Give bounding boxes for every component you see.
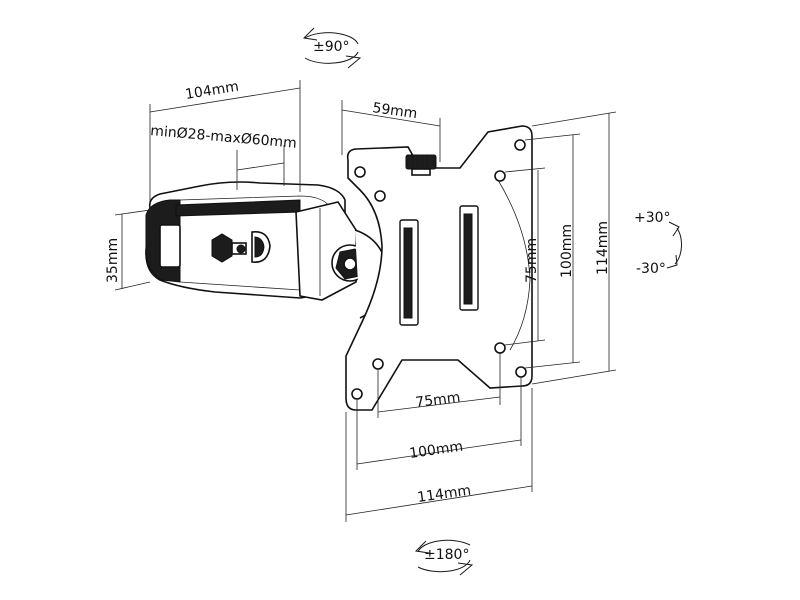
clamp-arm bbox=[145, 181, 389, 319]
hole-icon bbox=[514, 139, 526, 151]
tilt-down-label: -30° bbox=[636, 261, 666, 277]
hole-icon bbox=[354, 166, 366, 178]
plate-offset-label: 59mm bbox=[371, 100, 418, 122]
rotate-indicator: ±180° bbox=[414, 539, 474, 576]
dim-plate-114-w: 114mm bbox=[345, 388, 533, 522]
swivel-label: ±90° bbox=[313, 39, 350, 55]
vesa-75-h-label: 75mm bbox=[524, 238, 540, 283]
hole-icon bbox=[494, 170, 506, 182]
arrow-icon bbox=[414, 540, 430, 554]
hole-icon bbox=[494, 342, 506, 354]
clamp-height-label: 35mm bbox=[105, 238, 121, 283]
rotate-label: ±180° bbox=[424, 547, 469, 563]
arrow-icon bbox=[302, 27, 318, 41]
dim-clamp-height: 35mm bbox=[105, 209, 151, 291]
vesa-75-w-label: 75mm bbox=[415, 390, 462, 411]
arrow-icon bbox=[666, 254, 678, 269]
dim-vesa-100-h: 100mm bbox=[524, 133, 581, 369]
plate-114-h-label: 114mm bbox=[595, 221, 611, 275]
hole-icon bbox=[515, 366, 527, 378]
plate-114-w-label: 114mm bbox=[416, 483, 472, 506]
dim-plate-114-h: 114mm bbox=[531, 111, 617, 385]
dim-plate-offset: 59mm bbox=[341, 100, 441, 162]
tilt-up-label: +30° bbox=[634, 210, 671, 226]
dim-vesa-100-w: 100mm bbox=[356, 378, 522, 470]
hole-icon bbox=[374, 190, 386, 202]
hole-icon bbox=[372, 358, 384, 370]
arrow-icon bbox=[668, 221, 680, 237]
dim-vesa-75-w: 75mm bbox=[377, 352, 501, 418]
swivel-indicator: ±90° bbox=[302, 27, 362, 69]
dim-vesa-75-h: 75mm bbox=[504, 167, 546, 346]
vesa-100-h-label: 100mm bbox=[559, 224, 575, 278]
vesa-plate bbox=[345, 125, 533, 411]
tilt-indicator: +30° -30° bbox=[634, 210, 682, 277]
arrow-icon bbox=[345, 55, 362, 69]
clamp-range-label: minØ28-maxØ60mm bbox=[150, 123, 298, 152]
dim-clamp-range: minØ28-maxØ60mm bbox=[150, 123, 298, 190]
dim-arm-length: 104mm bbox=[149, 79, 301, 215]
arrow-icon bbox=[457, 562, 474, 576]
vesa-100-w-label: 100mm bbox=[408, 439, 464, 462]
hole-icon bbox=[351, 388, 363, 400]
